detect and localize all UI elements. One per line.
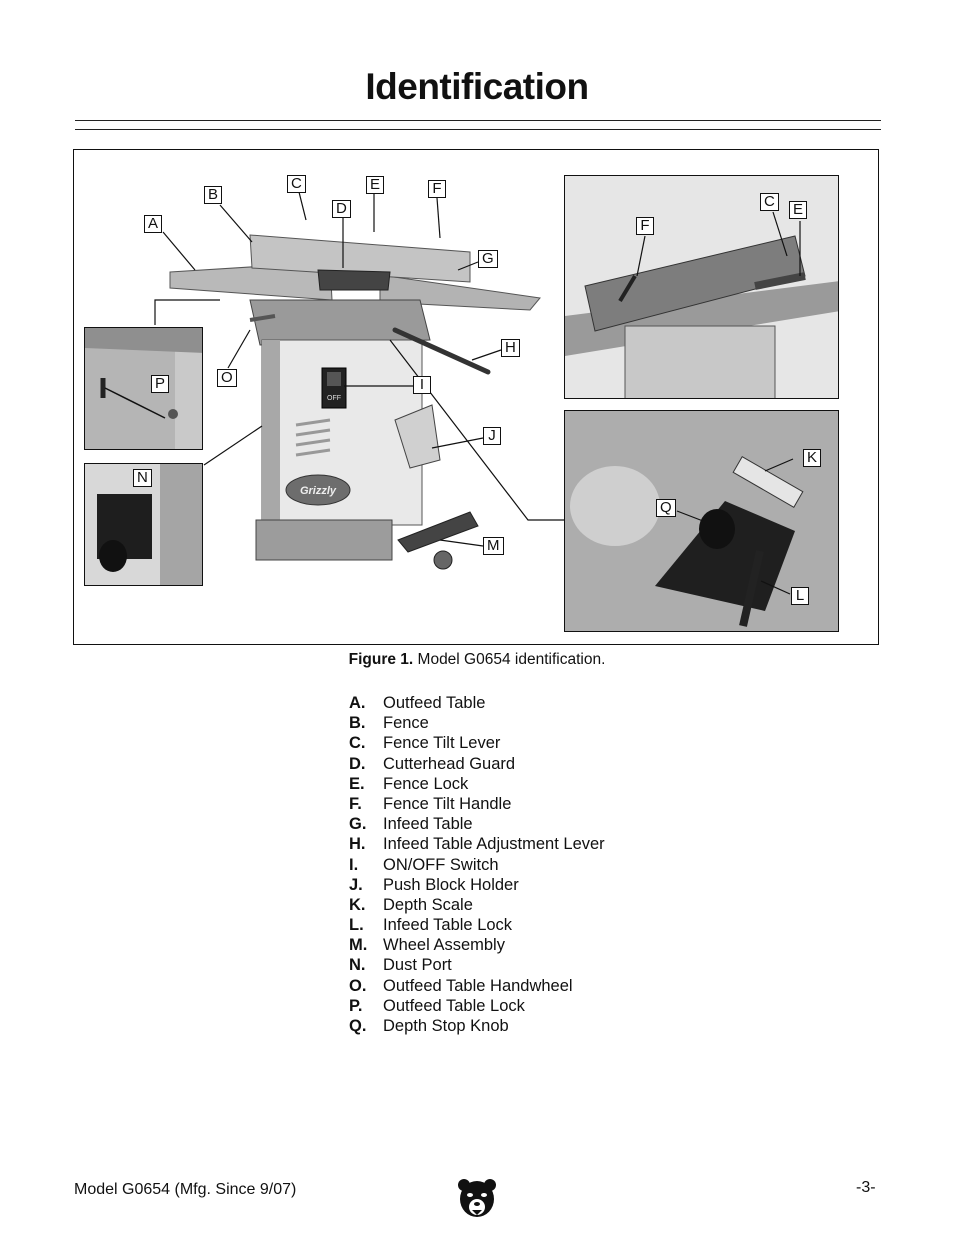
callout-k: K xyxy=(803,449,822,467)
page-title: Identification xyxy=(365,66,589,107)
legend-item: B.Fence xyxy=(349,714,429,733)
legend-item: C.Fence Tilt Lever xyxy=(349,734,501,753)
callout-h: H xyxy=(501,339,520,357)
legend-item: E.Fence Lock xyxy=(349,774,469,793)
inset-p-detail xyxy=(85,328,202,449)
stand-side-shape xyxy=(262,340,280,525)
infeed-lock-handle-shape xyxy=(739,550,764,627)
switch-off-text: OFF xyxy=(327,395,341,402)
legend-item: F.Fence Tilt Handle xyxy=(349,794,512,813)
photo-depth-controls xyxy=(564,410,839,632)
legend-item: Q.Depth Stop Knob xyxy=(349,1017,509,1035)
callout-l: L xyxy=(791,587,809,605)
figure-frame xyxy=(73,149,879,645)
legend-item: L.Infeed Table Lock xyxy=(349,916,513,935)
push-block-holder-shape xyxy=(394,404,441,469)
legend-item: M.Wheel Assembly xyxy=(349,936,505,955)
callout-f: F xyxy=(428,180,446,198)
figure-caption: Figure 1. Model G0654 identification. xyxy=(0,651,954,669)
leader-lines-main xyxy=(154,191,565,547)
legend-item: A.Outfeed Table xyxy=(349,694,486,712)
title-rule-top xyxy=(75,120,881,121)
callout-n: N xyxy=(133,469,152,487)
inset-p-leader xyxy=(104,387,166,419)
callout-p: P xyxy=(151,375,170,393)
depth-controls-detail xyxy=(565,411,838,631)
parts-legend: A.Outfeed Table B.Fence C.Fence Tilt Lev… xyxy=(349,693,605,1036)
inset-n-port-hose xyxy=(99,540,127,572)
callout-q: Q xyxy=(656,499,676,517)
plinth-shape xyxy=(255,519,393,561)
rear-fence-lock xyxy=(754,272,806,290)
depth-stop-knob-shape xyxy=(699,509,735,549)
callout-rear-f: F xyxy=(636,217,654,235)
rear-tilt-handle xyxy=(618,274,637,303)
inset-n-side xyxy=(160,464,202,585)
brand-badge-shape xyxy=(285,474,351,506)
fence-shape xyxy=(249,234,471,283)
callout-d: D xyxy=(332,200,351,218)
callout-j: J xyxy=(483,427,501,445)
inset-photo-outfeed-lock xyxy=(84,327,203,450)
legend-item: K.Depth Scale xyxy=(349,895,473,914)
footer-model-text: Model G0654 (Mfg. Since 9/07) xyxy=(74,1181,297,1198)
legend-item: J.Push Block Holder xyxy=(349,875,519,894)
brand-badge-text: Grizzly xyxy=(300,485,337,497)
callout-a: A xyxy=(144,215,163,233)
wheel-assembly-shape xyxy=(397,511,479,553)
inset-p-ledge xyxy=(85,328,202,353)
base-casting-shape xyxy=(249,299,431,346)
callout-rear-c: C xyxy=(760,193,779,211)
infeed-lever-shape xyxy=(392,327,491,375)
jointer-main-illustration: Grizzly OFF xyxy=(154,191,565,570)
cutterhead-guard-shape xyxy=(317,269,391,291)
rear-view-detail xyxy=(565,211,838,398)
rear-stand-shape xyxy=(624,325,776,398)
title-rule-bottom xyxy=(75,129,881,130)
page-number: -3- xyxy=(856,1179,876,1196)
callout-e: E xyxy=(366,176,385,194)
callout-b: B xyxy=(204,186,223,204)
cabinet-vents xyxy=(295,418,331,457)
callout-c: C xyxy=(287,175,306,193)
legend-item: N.Dust Port xyxy=(349,956,452,975)
legend-item: G.Infeed Table xyxy=(349,815,473,834)
legend-item: O.Outfeed Table Handwheel xyxy=(349,976,573,995)
legend-item: D.Cutterhead Guard xyxy=(349,754,516,773)
wheel-shape xyxy=(433,550,453,570)
figure-caption-text: Model G0654 identification. xyxy=(417,651,606,668)
callout-o: O xyxy=(217,369,237,387)
callout-rear-e: E xyxy=(789,201,808,219)
callout-m: M xyxy=(483,537,504,555)
photo-rear-view xyxy=(564,175,839,399)
outfeed-handwheel-shape xyxy=(249,314,276,322)
legend-item: P.Outfeed Table Lock xyxy=(349,996,525,1015)
depth-leader-lines xyxy=(676,458,794,595)
figure-caption-label: Figure 1. xyxy=(348,651,414,668)
callout-i: I xyxy=(413,376,431,394)
switch-paddle xyxy=(327,372,341,386)
cutterhead-motor-shape xyxy=(570,466,660,546)
bear-logo-icon xyxy=(458,1179,496,1217)
legend-item: H.Infeed Table Adjustment Lever xyxy=(349,835,605,854)
legend-item: I.ON/OFF Switch xyxy=(349,855,499,874)
rear-leader-lines xyxy=(636,211,801,277)
inset-p-bolt xyxy=(168,409,178,419)
depth-plate-shape xyxy=(655,501,795,611)
callout-g: G xyxy=(478,250,498,268)
depth-scale-shape xyxy=(732,456,804,508)
